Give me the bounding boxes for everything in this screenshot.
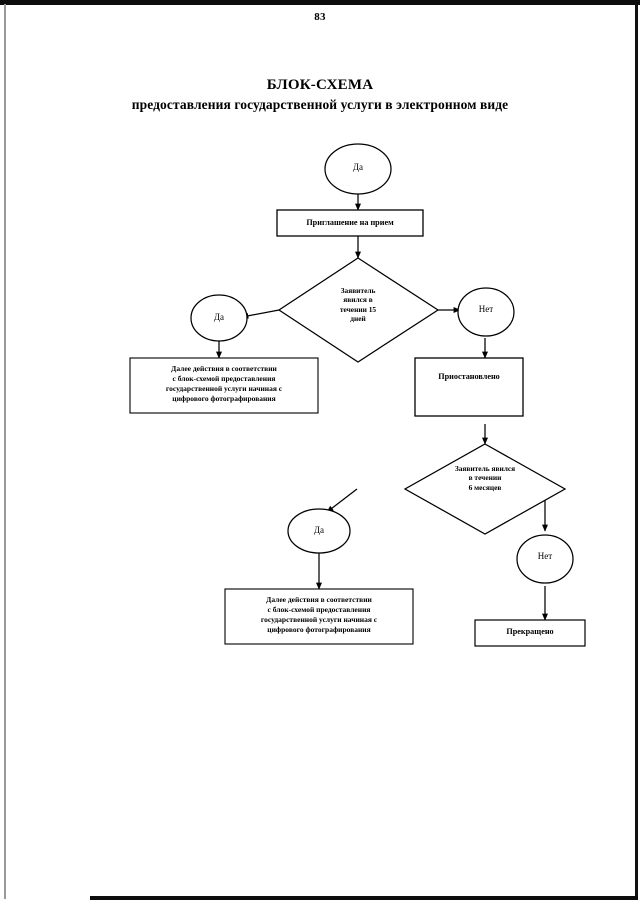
node-further-actions-bottom-box xyxy=(224,588,414,645)
node-no-15-oval xyxy=(457,287,515,337)
node-terminated-box xyxy=(474,619,586,647)
node-start-yes-oval xyxy=(324,143,392,195)
edge-decision15-to-yes15 xyxy=(241,309,280,319)
node-yes-15-oval xyxy=(190,294,248,342)
node-decision-6-months-diamond xyxy=(403,443,567,535)
page-frame-bottom-edge xyxy=(90,896,638,900)
page-frame-left-edge xyxy=(4,4,6,899)
page-frame-right-edge xyxy=(635,4,638,899)
node-no-6m-oval xyxy=(516,534,574,584)
edge-decision6m-to-yes6m xyxy=(326,488,358,513)
page-title: БЛОК-СХЕМА предоставления государственно… xyxy=(0,75,640,115)
title-line-2: предоставления государственной услуги в … xyxy=(131,97,509,112)
page-number: 83 xyxy=(314,11,326,23)
node-decision-15-days-diamond xyxy=(277,257,440,363)
node-further-actions-top-box xyxy=(129,357,319,414)
title-line-1: БЛОК-СХЕМА xyxy=(266,77,374,93)
page-frame-top-edge xyxy=(0,0,640,5)
node-yes-6m-oval xyxy=(287,508,351,554)
node-invitation-box xyxy=(276,209,424,237)
node-suspended-box xyxy=(414,357,524,417)
